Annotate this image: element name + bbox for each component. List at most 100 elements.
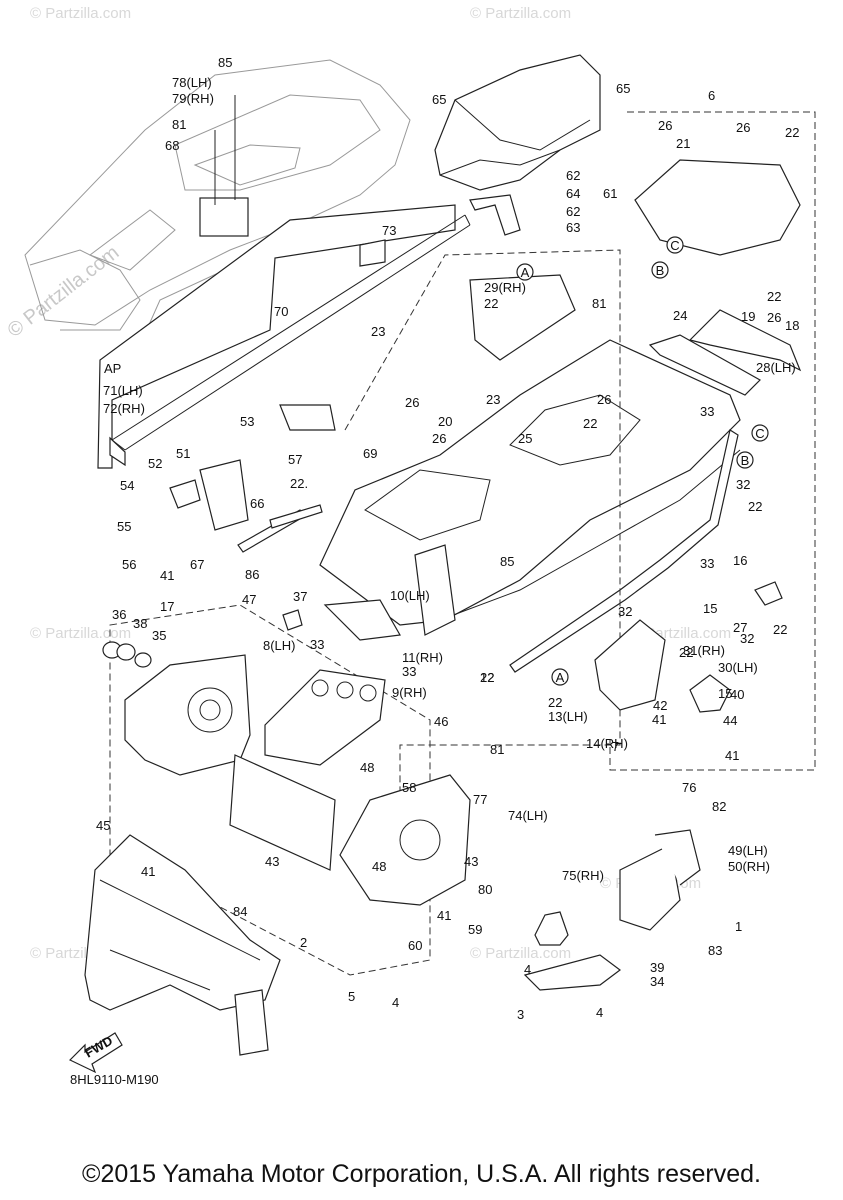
plate-13-14	[594, 619, 666, 711]
part-number-label: 46	[434, 714, 448, 729]
part-number-label: 29(RH)	[484, 280, 526, 295]
part-number-label: 20	[438, 414, 452, 429]
part-number-label: 26	[432, 431, 446, 446]
part-66	[269, 504, 323, 529]
part-number-label: 15	[718, 686, 732, 701]
part-number-label: 49(LH)	[728, 843, 768, 858]
part-number-label: 32	[618, 604, 632, 619]
part-number-label: 22	[785, 125, 799, 140]
part-number-label: 22	[748, 499, 762, 514]
bracket-69	[279, 404, 336, 431]
part-label-layer: 8578(LH)79(RH)8168737071(LH)72(RH)656562…	[96, 55, 799, 1022]
part-number-label: 22	[484, 296, 498, 311]
plate-28-29	[469, 274, 576, 361]
part-number-label: 21	[676, 136, 690, 151]
part-number-label: 57	[288, 452, 302, 467]
part-number-label: 43	[265, 854, 279, 869]
part-number-label: 63	[566, 220, 580, 235]
part-number-label: 4	[596, 1005, 603, 1020]
part-number-label: 81	[592, 296, 606, 311]
front-frame-1	[84, 834, 281, 1011]
part-number-label: 34	[650, 974, 664, 989]
part-number-label: 7	[612, 739, 619, 754]
part-number-label: 4	[392, 995, 399, 1010]
part-number-label: 41	[141, 864, 155, 879]
part-number-label: 48	[372, 859, 386, 874]
callout-a: A	[551, 668, 569, 686]
rear-flap-part	[434, 54, 601, 191]
part-number-label: 48	[360, 760, 374, 775]
plate-84	[523, 954, 621, 991]
group-box-7	[344, 249, 621, 840]
part-number-label: 25	[518, 431, 532, 446]
part-number-label: 65	[432, 92, 446, 107]
part-number-label: 53	[240, 414, 254, 429]
part-number-label: 69	[363, 446, 377, 461]
watermark: © Partzilla.com	[470, 945, 571, 962]
part-number-label: 73	[382, 223, 396, 238]
part-number-label: 13(LH)	[548, 709, 588, 724]
part-number-label: 61	[603, 186, 617, 201]
part-number-label: 70	[274, 304, 288, 319]
copyright-notice: ©2015 Yamaha Motor Corporation, U.S.A. A…	[82, 1160, 761, 1188]
part-number-label: 22	[480, 670, 494, 685]
part-number-label: 28(LH)	[756, 360, 796, 375]
part-number-label: 2	[300, 935, 307, 950]
part-number-label: 74(LH)	[508, 808, 548, 823]
part-number-label: 56	[122, 557, 136, 572]
part-number-label: 33	[700, 556, 714, 571]
part-number-label: 82	[712, 799, 726, 814]
part-number-label: 32	[736, 477, 750, 492]
bearing-36	[116, 643, 136, 661]
part-number-label: 24	[673, 308, 687, 323]
part-number-label: 11(RH)	[402, 650, 443, 665]
rail-box-ap	[97, 204, 456, 469]
group-box-6	[609, 111, 816, 771]
part-number-label: 26	[658, 118, 672, 133]
callout-b: B	[651, 261, 669, 279]
part-number-label: 35	[152, 628, 166, 643]
part-number-label: 79(RH)	[172, 91, 214, 106]
part-number-label: 5	[348, 989, 355, 1004]
part-number-label: 54	[120, 478, 134, 493]
part-number-label: 14(RH)	[586, 736, 628, 751]
svg-text:C: C	[755, 426, 764, 441]
part-number-label: 51	[176, 446, 190, 461]
part-number-label: 6	[708, 88, 715, 103]
rear-bracket-part	[199, 197, 249, 237]
part-number-label: 17	[160, 599, 174, 614]
rear-body-outline	[24, 59, 441, 346]
collar-38	[134, 652, 152, 668]
part-number-label: 22	[773, 622, 787, 637]
bracket-17	[323, 599, 401, 641]
part-number-label: 22	[548, 695, 562, 710]
part-number-label: 36	[112, 607, 126, 622]
part-number-label: 41	[160, 568, 174, 583]
part-number-label: 60	[408, 938, 422, 953]
svg-text:C: C	[670, 238, 679, 253]
part-number-label: 44	[723, 713, 737, 728]
part-number-label: 40	[730, 687, 744, 702]
rear-plate-21	[634, 159, 801, 256]
part-number-label: 66	[250, 496, 264, 511]
part-number-label: 22	[583, 416, 597, 431]
part-number-label: 4	[524, 962, 531, 977]
part-number-label: 10(LH)	[390, 588, 430, 603]
part-number-label: 84	[233, 904, 247, 919]
part-number-label: 26	[767, 310, 781, 325]
part-number-label: 77	[473, 792, 487, 807]
part-number-label: 41	[437, 908, 451, 923]
bracket-51	[169, 479, 201, 509]
part-number-label: 85	[500, 554, 514, 569]
part-number-label: 15	[703, 601, 717, 616]
plate-10-11	[414, 544, 456, 636]
part-number-label: 37	[293, 589, 307, 604]
part-number-label: 22	[679, 645, 693, 660]
part-number-label: 85	[218, 55, 232, 70]
part-number-label: 58	[402, 780, 416, 795]
part-number-label: 23	[371, 324, 385, 339]
part-number-label: 80	[478, 882, 492, 897]
part-number-label: 65	[616, 81, 630, 96]
watermark: © Partzilla.com	[30, 625, 131, 642]
callout-c: C	[751, 424, 769, 442]
